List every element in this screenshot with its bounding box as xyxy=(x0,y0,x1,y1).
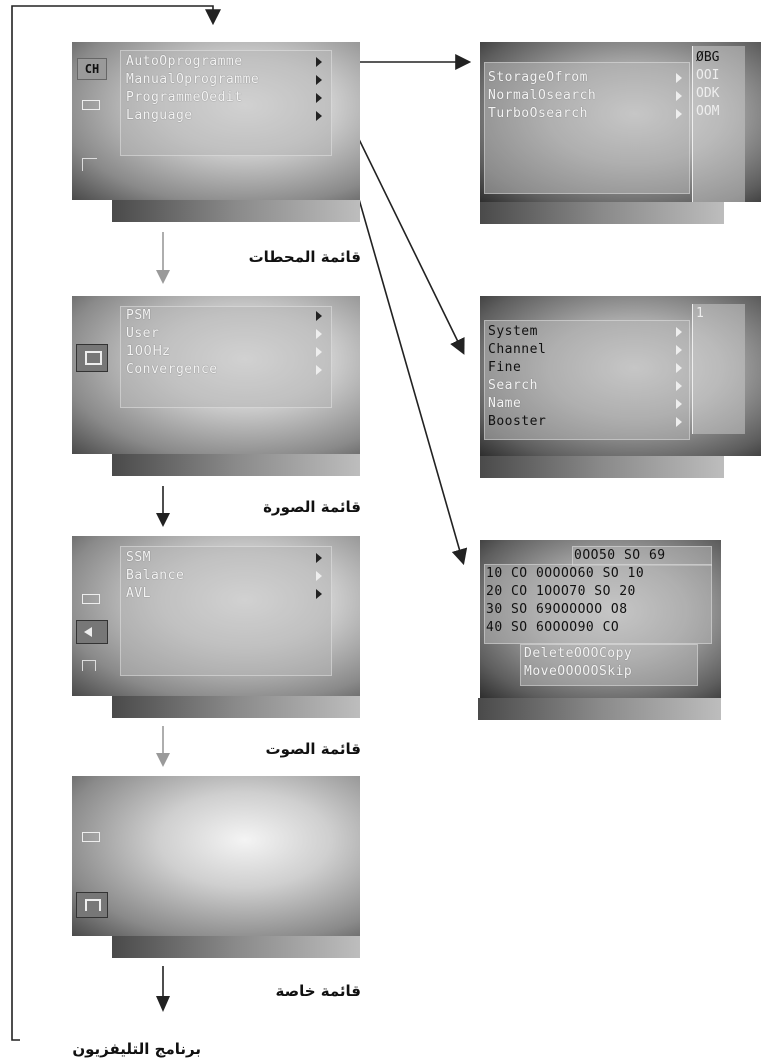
submenu-item-normal-search[interactable]: NormalOsearch xyxy=(488,88,597,103)
down-arrow-4 xyxy=(156,966,170,1012)
menu-item-convergence[interactable]: Convergence xyxy=(126,362,218,377)
menu-item-100hz[interactable]: 100Hz xyxy=(126,344,170,359)
down-arrow-2 xyxy=(156,486,170,527)
chevron-right-icon xyxy=(676,417,682,427)
chevron-right-icon xyxy=(316,57,322,67)
menu-item-language[interactable]: Language xyxy=(126,108,193,123)
edit-row-10[interactable]: 10 CO 0OOOO60 SO 10 xyxy=(486,566,645,581)
picture-status-bar xyxy=(112,454,360,476)
menu-item-programme-edit[interactable]: ProgrammeOedit xyxy=(126,90,243,105)
submenu-item-channel[interactable]: Channel xyxy=(488,342,547,357)
chevron-right-icon xyxy=(676,91,682,101)
manual-submenu-status-bar xyxy=(480,456,724,478)
chevron-right-icon xyxy=(316,553,322,563)
loop-line xyxy=(11,5,221,1041)
chevron-right-icon xyxy=(316,365,322,375)
chevron-right-icon xyxy=(316,589,322,599)
submenu-item-system[interactable]: System xyxy=(488,324,538,339)
submenu-item-storage-from[interactable]: StorageOfrom xyxy=(488,70,588,85)
chevron-right-icon xyxy=(676,363,682,373)
special-icon xyxy=(82,158,97,171)
chevron-right-icon xyxy=(316,311,322,321)
programme-edit-submenu: 0OO50 SO 69 10 CO 0OOOO60 SO 10 20 CO 1O… xyxy=(480,540,721,698)
chevron-right-icon xyxy=(316,75,322,85)
station-menu-panel xyxy=(120,50,332,156)
edit-row-30[interactable]: 30 SO 69OOOOOO O8 xyxy=(486,602,628,617)
special-menu-label: قائمة خاصة xyxy=(275,982,362,1000)
menu-item-psm[interactable]: PSM xyxy=(126,308,151,323)
special-icon xyxy=(76,892,108,918)
submenu-item-name[interactable]: Name xyxy=(488,396,522,411)
submenu-item-search[interactable]: Search xyxy=(488,378,538,393)
submenu-item-turbo-search[interactable]: TurboOsearch xyxy=(488,106,588,121)
picture-menu-label: قائمة الصورة xyxy=(263,498,361,516)
menu-item-auto-programme[interactable]: AutoOprogramme xyxy=(126,54,243,69)
station-status-bar xyxy=(112,200,360,222)
chevron-right-icon xyxy=(316,111,322,121)
auto-programme-submenu: StorageOfrom NormalOsearch TurboOsearch … xyxy=(480,42,761,202)
edit-row-40[interactable]: 40 SO 6OOOO90 CO xyxy=(486,620,620,635)
picture-menu-screen: PSM User 100Hz Convergence xyxy=(72,296,360,454)
chevron-right-icon xyxy=(676,381,682,391)
side-value: 1 xyxy=(696,306,704,321)
station-menu-label: قائمة المحطات xyxy=(248,248,361,266)
picture-icon xyxy=(82,832,100,842)
side-option-dk[interactable]: ODK xyxy=(696,86,720,101)
chevron-right-icon xyxy=(676,327,682,337)
tv-programme-label: برنامج التليفزيون xyxy=(72,1040,201,1058)
chevron-right-icon xyxy=(676,109,682,119)
ch-icon: CH xyxy=(77,58,107,80)
menu-item-balance[interactable]: Balance xyxy=(126,568,185,583)
picture-menu-panel xyxy=(120,306,332,408)
sound-menu-panel xyxy=(120,546,332,676)
tv-icon xyxy=(76,344,108,372)
auto-submenu-side-panel xyxy=(692,46,745,202)
side-option-m[interactable]: OOM xyxy=(696,104,720,119)
side-option-i[interactable]: OOI xyxy=(696,68,720,83)
menu-item-ssm[interactable]: SSM xyxy=(126,550,151,565)
chevron-right-icon xyxy=(676,73,682,83)
sound-menu-label: قائمة الصوت xyxy=(265,740,362,758)
edit-header-row: 0OO50 SO 69 xyxy=(574,548,666,563)
edit-actions-panel xyxy=(520,644,698,686)
picture-icon xyxy=(82,594,100,604)
edit-submenu-list-panel xyxy=(484,564,712,644)
edit-submenu-status-bar xyxy=(478,698,721,720)
sound-status-bar xyxy=(112,696,360,718)
chevron-right-icon xyxy=(316,329,322,339)
manual-submenu-panel xyxy=(484,320,690,440)
submenu-item-fine[interactable]: Fine xyxy=(488,360,522,375)
auto-submenu-status-bar xyxy=(480,202,724,224)
edit-action-move-skip[interactable]: MoveOOOOOSkip xyxy=(524,664,633,679)
special-menu-screen xyxy=(72,776,360,936)
chevron-right-icon xyxy=(316,93,322,103)
down-arrow-1 xyxy=(156,232,170,284)
menu-item-avl[interactable]: AVL xyxy=(126,586,151,601)
chevron-right-icon xyxy=(316,347,322,357)
edit-action-delete-copy[interactable]: DeleteOOOCopy xyxy=(524,646,633,661)
manual-programme-submenu: System Channel Fine Search Name Booster … xyxy=(480,296,761,456)
chevron-right-icon xyxy=(676,399,682,409)
station-menu-screen: CH AutoOprogramme ManualOprogramme Progr… xyxy=(72,42,360,200)
special-icon xyxy=(82,660,96,671)
side-option-bg[interactable]: ØBG xyxy=(696,50,720,65)
picture-icon xyxy=(82,100,100,110)
chevron-right-icon xyxy=(316,571,322,581)
speaker-icon xyxy=(76,620,108,644)
manual-submenu-side-panel xyxy=(692,304,745,434)
special-status-bar xyxy=(112,936,360,958)
submenu-item-booster[interactable]: Booster xyxy=(488,414,547,429)
menu-item-user[interactable]: User xyxy=(126,326,160,341)
chevron-right-icon xyxy=(676,345,682,355)
edit-row-20[interactable]: 20 CO 1OOO70 SO 20 xyxy=(486,584,636,599)
down-arrow-3 xyxy=(156,726,170,767)
auto-submenu-panel xyxy=(484,62,690,194)
menu-item-manual-programme[interactable]: ManualOprogramme xyxy=(126,72,260,87)
sound-menu-screen: SSM Balance AVL xyxy=(72,536,360,696)
